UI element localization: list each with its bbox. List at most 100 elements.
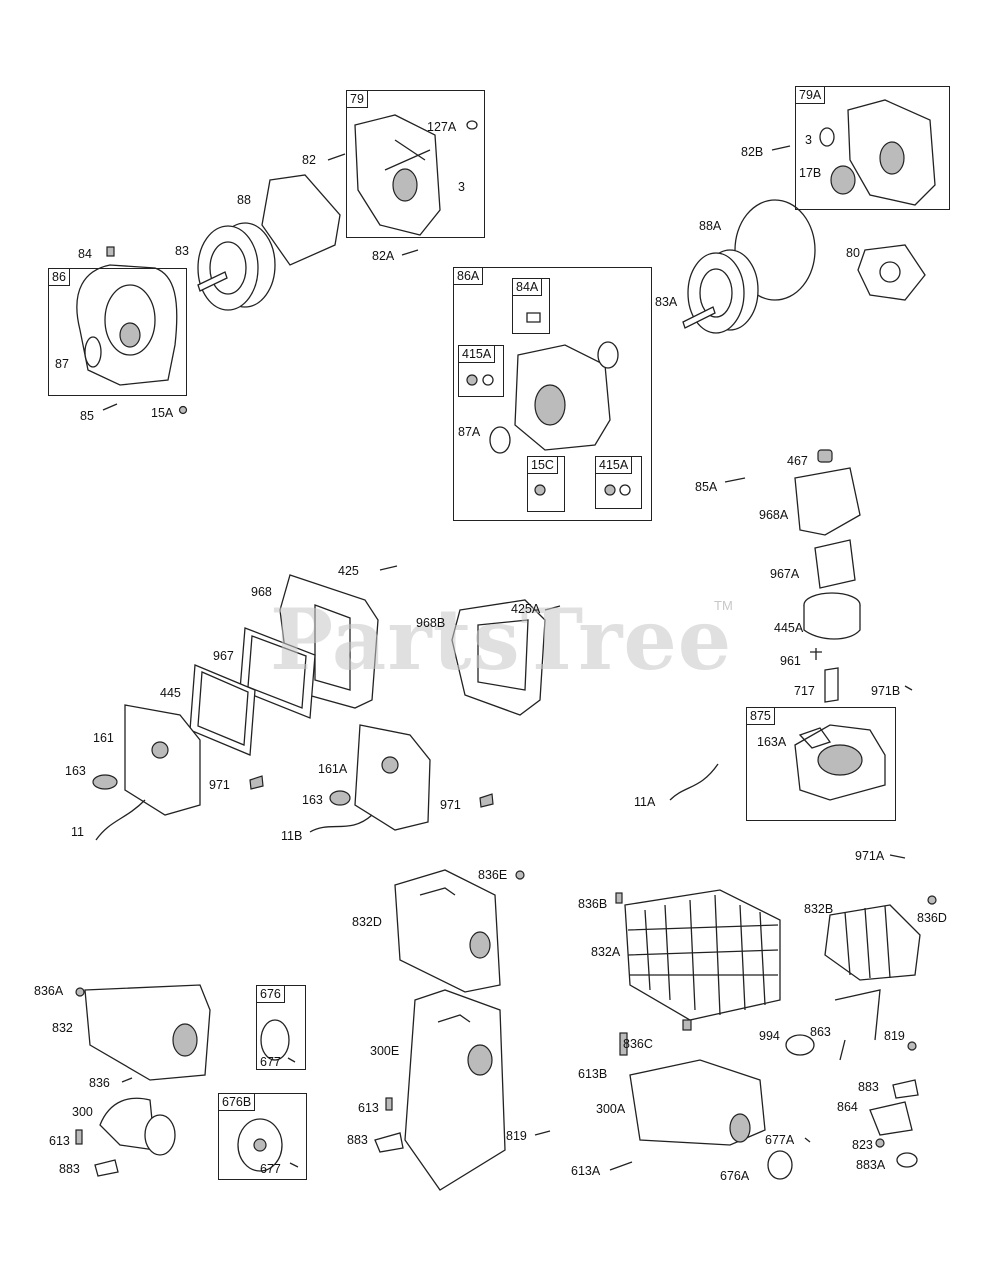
part-label: 613B bbox=[578, 1067, 608, 1081]
flywheel-83A-illustration bbox=[682, 249, 759, 334]
part-label: 832 bbox=[52, 1021, 73, 1035]
group-box-86A bbox=[453, 267, 652, 521]
part-label: 11A bbox=[634, 795, 656, 809]
part-label: 836E bbox=[478, 868, 508, 882]
bracket-863-illustration bbox=[785, 989, 919, 1168]
partstree-watermark: PartsTree bbox=[270, 590, 733, 689]
part-label: 836A bbox=[34, 984, 64, 998]
cover-968B-illustration bbox=[379, 565, 561, 716]
part-label: 445A bbox=[774, 621, 804, 635]
base-161A-illustration bbox=[309, 724, 494, 833]
part-label: 717 bbox=[794, 684, 815, 698]
group-box-415A-left-label: 415A bbox=[458, 345, 496, 363]
air-cleaner-968A-illustration bbox=[724, 449, 913, 703]
part-label: 613 bbox=[49, 1134, 70, 1148]
group-box-875 bbox=[746, 707, 896, 821]
part-label: 163 bbox=[302, 793, 323, 807]
part-label: 967 bbox=[213, 649, 234, 663]
group-box-86-label: 86 bbox=[48, 268, 70, 286]
part-label: 676A bbox=[720, 1169, 750, 1183]
cover-79-illustration bbox=[354, 114, 478, 236]
flywheel-83-illustration bbox=[197, 222, 276, 311]
part-label: 971B bbox=[871, 684, 901, 698]
part-label: 3 bbox=[458, 180, 465, 194]
part-label: 85 bbox=[80, 409, 94, 423]
part-label: 82 bbox=[302, 153, 316, 167]
part-label: 961 bbox=[780, 654, 801, 668]
part-label: 832D bbox=[352, 915, 382, 929]
group-box-86 bbox=[48, 268, 187, 396]
part-label: 17B bbox=[799, 166, 822, 180]
cover-79A-illustration bbox=[771, 99, 936, 206]
part-label: 467 bbox=[787, 454, 808, 468]
part-label: 823 bbox=[852, 1138, 873, 1152]
part-label: 88A bbox=[699, 219, 722, 233]
group-box-415A-right-label: 415A bbox=[595, 456, 633, 474]
group-box-86A-label: 86A bbox=[453, 267, 484, 285]
part-label: 161A bbox=[318, 762, 348, 776]
bracket-300E-illustration bbox=[374, 989, 551, 1191]
part-label: 87 bbox=[55, 357, 69, 371]
group-box-79A bbox=[795, 86, 950, 210]
part-label: 968B bbox=[416, 616, 446, 630]
element-967-illustration bbox=[239, 627, 316, 719]
part-label: 300A bbox=[596, 1102, 626, 1116]
part-label: 163 bbox=[65, 764, 86, 778]
part-label: 300 bbox=[72, 1105, 93, 1119]
part-label: 425A bbox=[511, 602, 541, 616]
flange-80-illustration bbox=[857, 244, 926, 301]
part-label: 161 bbox=[93, 731, 114, 745]
part-label: 864 bbox=[837, 1100, 858, 1114]
screws-row1 bbox=[102, 153, 419, 415]
assembly-875-illustration bbox=[794, 724, 886, 801]
housing-86A-illustration bbox=[466, 312, 631, 496]
part-label: 819 bbox=[884, 1029, 905, 1043]
group-box-676B-label: 676B bbox=[218, 1093, 256, 1111]
part-label: 883 bbox=[858, 1080, 879, 1094]
part-label: 883 bbox=[347, 1133, 368, 1147]
group-box-79A-label: 79A bbox=[795, 86, 826, 104]
muffler-832-illustration bbox=[75, 984, 211, 1083]
part-label: 967A bbox=[770, 567, 800, 581]
part-label: 80 bbox=[846, 246, 860, 260]
housing-86-illustration bbox=[76, 264, 178, 386]
part-label: 82A bbox=[372, 249, 395, 263]
guard-832D-illustration bbox=[394, 869, 525, 993]
hose-11A-illustration bbox=[669, 763, 906, 859]
part-label: 883A bbox=[856, 1158, 886, 1172]
group-box-676-label: 676 bbox=[256, 985, 285, 1003]
group-box-15C-label: 15C bbox=[527, 456, 558, 474]
part-label: 994 bbox=[759, 1029, 780, 1043]
trademark-symbol: TM bbox=[714, 598, 733, 613]
part-label: 300E bbox=[370, 1044, 400, 1058]
part-label: 82B bbox=[741, 145, 764, 159]
muffler-300A-illustration bbox=[609, 1032, 811, 1180]
group-box-875-label: 875 bbox=[746, 707, 775, 725]
part-label: 836 bbox=[89, 1076, 110, 1090]
part-label: 83A bbox=[655, 295, 678, 309]
guard-832A-illustration bbox=[615, 889, 781, 1031]
part-label: 832A bbox=[591, 945, 621, 959]
filter-445-illustration bbox=[189, 664, 256, 756]
part-label: 88 bbox=[237, 193, 251, 207]
guard-832B-illustration bbox=[824, 895, 937, 981]
part-label: 836D bbox=[917, 911, 947, 925]
part-label: 832B bbox=[804, 902, 834, 916]
part-label: 11B bbox=[281, 829, 303, 843]
part-label: 677 bbox=[260, 1055, 281, 1069]
group-box-79 bbox=[346, 90, 485, 238]
part-label: 819 bbox=[506, 1129, 527, 1143]
shield-676-illustration bbox=[237, 1019, 299, 1172]
group-box-79-label: 79 bbox=[346, 90, 368, 108]
part-label: 677A bbox=[765, 1133, 795, 1147]
part-label: 968 bbox=[251, 585, 272, 599]
part-label: 613A bbox=[571, 1164, 601, 1178]
part-label: 3 bbox=[805, 133, 812, 147]
part-label: 84 bbox=[78, 247, 92, 261]
part-label: 127A bbox=[427, 120, 457, 134]
part-label: 83 bbox=[175, 244, 189, 258]
part-label: 971 bbox=[440, 798, 461, 812]
part-label: 163A bbox=[757, 735, 787, 749]
